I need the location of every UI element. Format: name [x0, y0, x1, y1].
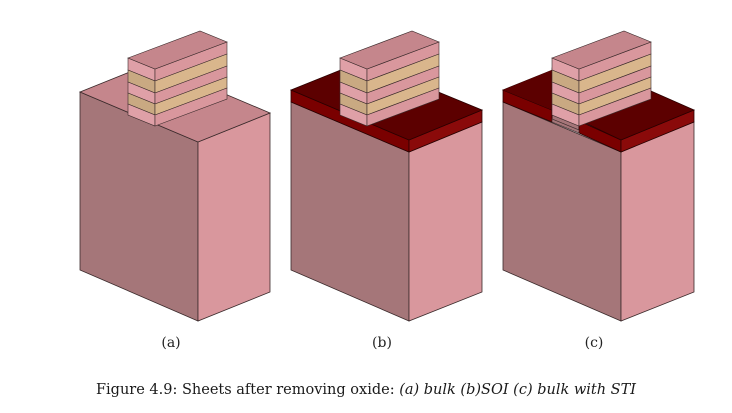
- panel-a-label: (a): [161, 335, 181, 351]
- sheet-stack: [551, 30, 652, 127]
- panel-b-label: (b): [372, 335, 392, 351]
- caption-prefix: Figure 4.9: Sheets after removing oxide:: [95, 382, 400, 398]
- sti-oxide-layer: [501, 60, 696, 153]
- substrate-block: [502, 101, 695, 322]
- panel-c-illustration: [501, 30, 696, 322]
- substrate-block: [290, 101, 483, 322]
- panel-a-illustration: [78, 30, 272, 322]
- figure-caption: Figure 4.9: Sheets after removing oxide:…: [0, 382, 732, 398]
- sheet-stack: [339, 30, 440, 127]
- panel-b-illustration: [289, 30, 484, 322]
- sheet-stack: [127, 30, 228, 127]
- panel-c-label: (c): [584, 335, 604, 351]
- caption-italic: (a) bulk (b)SOI (c) bulk with STI: [399, 382, 637, 398]
